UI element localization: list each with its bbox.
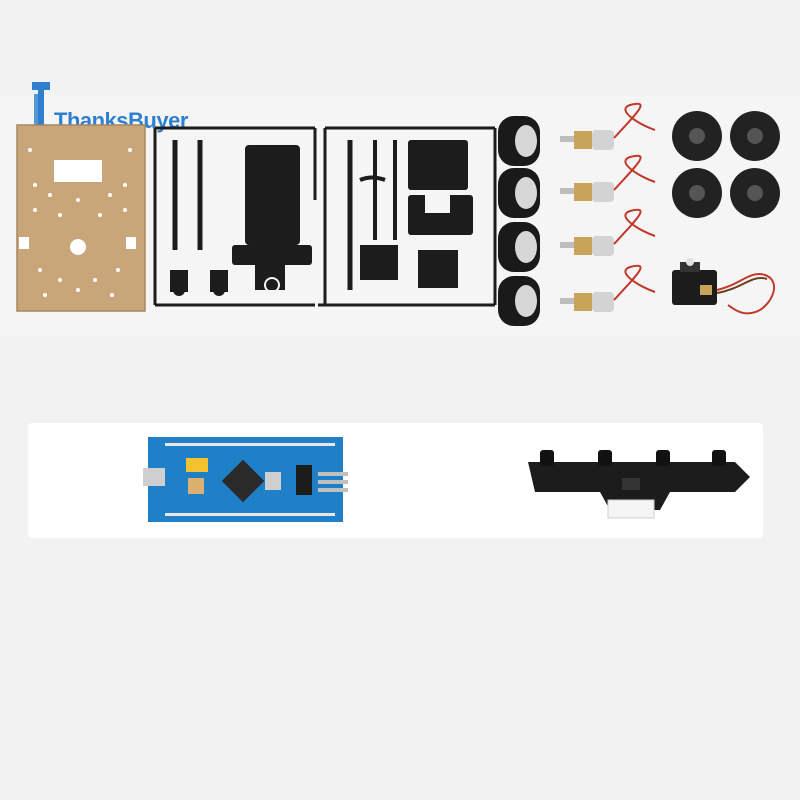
black-frame-sprue-right — [318, 126, 497, 307]
rubber-wheel — [498, 222, 540, 272]
rubber-wheel — [498, 276, 540, 326]
line-tracking-sensor-board — [528, 450, 750, 519]
rubber-wheel — [498, 168, 540, 218]
stm32-blue-pill-board — [143, 437, 348, 522]
mecanum-wheel — [730, 111, 780, 161]
mecanum-wheels — [672, 111, 780, 218]
brand-mark-icon — [32, 82, 50, 138]
geared-motor — [560, 208, 656, 256]
rubber-wheels — [498, 116, 540, 326]
geared-motor — [560, 102, 656, 150]
mecanum-wheel — [672, 168, 722, 218]
rubber-wheel — [498, 116, 540, 166]
geared-motors — [560, 102, 656, 312]
acrylic-base-plate — [16, 124, 146, 312]
mecanum-wheel — [730, 168, 780, 218]
geared-motor — [560, 154, 656, 202]
black-frame-sprue-left — [153, 126, 317, 307]
servo-motor — [672, 258, 775, 315]
geared-motor — [560, 264, 656, 312]
mecanum-wheel — [672, 111, 722, 161]
